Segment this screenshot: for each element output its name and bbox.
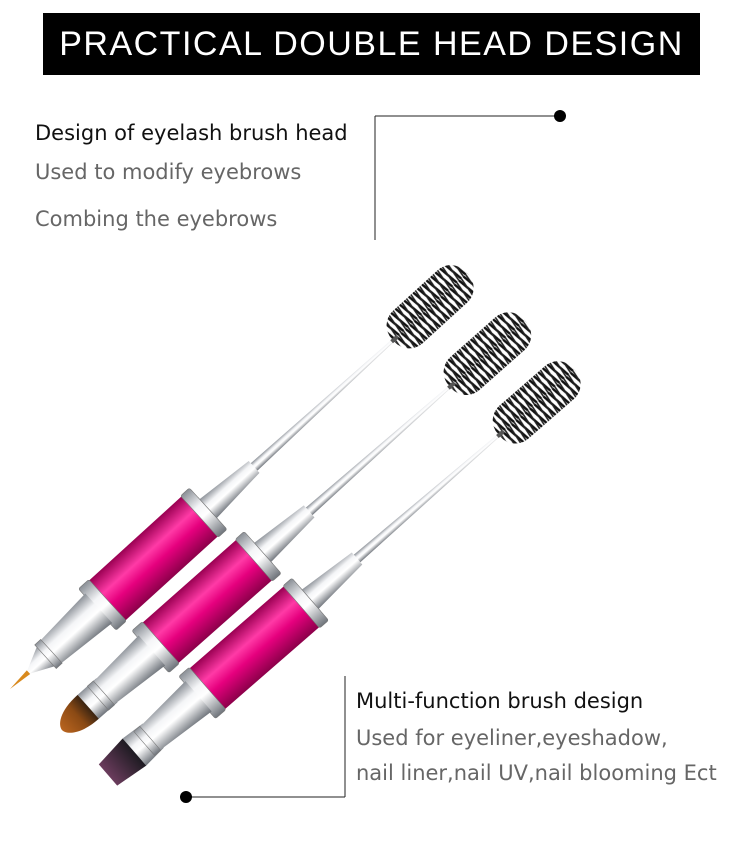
- title-banner: PRACTICAL DOUBLE HEAD DESIGN: [43, 13, 700, 75]
- top-callout-heading: Design of eyelash brush head: [35, 121, 348, 145]
- bottom-callout-line: [180, 676, 346, 803]
- banner-title: PRACTICAL DOUBLE HEAD DESIGN: [59, 24, 684, 63]
- top-callout-line2: Combing the eyebrows: [35, 207, 278, 231]
- top-callout-line: [374, 110, 566, 240]
- brush-liner: [10, 251, 487, 689]
- bottom-callout-heading: Multi-function brush design: [356, 689, 644, 713]
- bottom-callout-line1: Used for eyeliner,eyeshadow,: [356, 726, 668, 750]
- brush-oval: [60, 299, 544, 733]
- top-callout-line1: Used to modify eyebrows: [35, 160, 302, 184]
- brush-flat: [98, 347, 594, 786]
- bottom-callout-line2: nail liner,nail UV,nail blooming Ect: [356, 761, 717, 785]
